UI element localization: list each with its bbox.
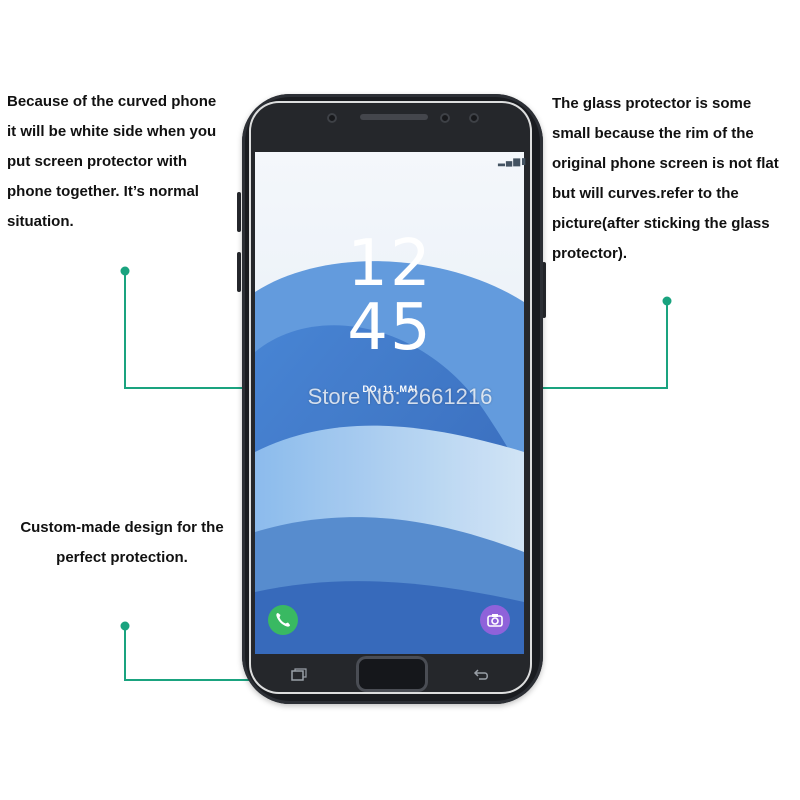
callout-dot — [662, 296, 672, 306]
callout-dot — [120, 621, 130, 631]
note-custom-design: Custom-made design for the perfect prote… — [0, 513, 244, 573]
power-key — [542, 262, 546, 318]
signal-battery-icon: ▂▄▆▮ — [498, 156, 528, 166]
phone-handset-icon — [276, 613, 290, 627]
camera-app-icon[interactable] — [480, 605, 510, 635]
clock-hour: 12 — [347, 227, 433, 301]
recent-apps-key-icon[interactable] — [290, 668, 308, 682]
sensor-icon — [440, 113, 450, 123]
note-line: protector). — [552, 245, 627, 262]
volume-key — [237, 252, 241, 292]
earpiece — [360, 114, 428, 120]
note-line: perfect protection. — [56, 549, 188, 566]
back-key-icon[interactable] — [472, 668, 490, 682]
wallpaper — [255, 152, 524, 654]
callout-dot — [120, 266, 130, 276]
note-curved-phone: Because of the curved phone it will be w… — [7, 87, 216, 237]
note-line: The glass protector is some — [552, 95, 752, 112]
note-glass-size: The glass protector is some small becaus… — [552, 89, 779, 269]
note-line: original phone screen is not flat — [552, 155, 779, 172]
sensor-icon — [469, 113, 479, 123]
camera-glyph-icon — [487, 614, 503, 627]
home-button[interactable] — [356, 656, 428, 692]
note-line: it will be white side when you — [7, 123, 217, 140]
note-line: picture(after sticking the glass — [552, 215, 770, 232]
note-line: small because the rim of the — [552, 125, 754, 142]
note-line: put screen protector with — [7, 153, 188, 170]
clock-date: DO, 11. MAI — [362, 384, 418, 394]
note-line: Because of the curved phone — [7, 93, 217, 110]
clock-minute: 45 — [347, 291, 433, 365]
phone-screen — [255, 152, 524, 654]
note-line: situation. — [7, 213, 74, 230]
store-watermark: Store No: 2661216 — [307, 384, 493, 409]
volume-key — [237, 192, 241, 232]
phone-app-icon[interactable] — [268, 605, 298, 635]
front-camera-icon — [327, 113, 337, 123]
note-line: phone together. It’s normal — [7, 183, 199, 200]
glass-protector-outline — [249, 101, 532, 694]
note-line: but will curves.refer to the — [552, 185, 739, 202]
note-line: Custom-made design for the — [20, 519, 224, 536]
